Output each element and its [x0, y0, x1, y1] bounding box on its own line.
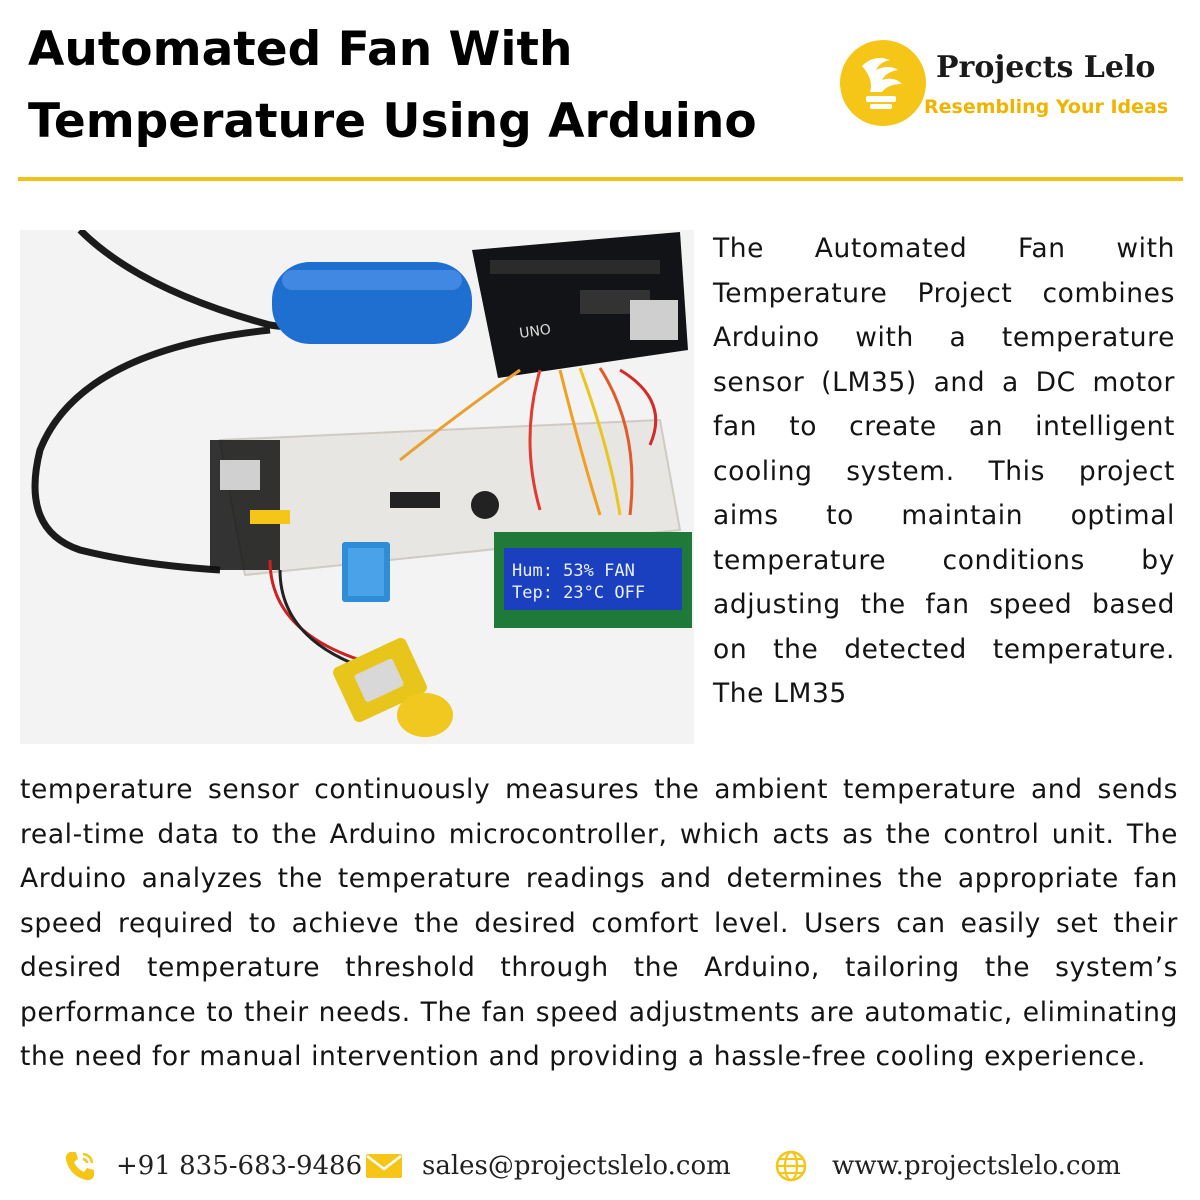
project-photo: UNO Hum: 53% FAN Tep: 23°C	[20, 230, 694, 744]
contact-footer: +91 835-683-9486 sales@projectslelo.com …	[0, 1140, 1200, 1190]
phone-contact[interactable]: +91 835-683-9486	[62, 1148, 362, 1184]
lcd-line-1: Hum: 53% FAN	[512, 561, 635, 581]
brand-tagline: Resembling Your Ideas	[924, 96, 1169, 118]
header-divider	[18, 177, 1183, 181]
phone-number[interactable]: +91 835-683-9486	[116, 1151, 363, 1181]
lcd-line-2: Tep: 23°C OFF	[512, 583, 645, 603]
battery	[272, 262, 472, 344]
dc-motor-fan	[333, 637, 453, 737]
mail-icon	[366, 1154, 402, 1178]
brand-name: Projects Lelo	[936, 50, 1156, 85]
lcd-display: Hum: 53% FAN Tep: 23°C OFF	[494, 532, 692, 628]
website-contact[interactable]: www.projectslelo.com	[774, 1148, 1121, 1184]
email-address[interactable]: sales@projectslelo.com	[422, 1151, 731, 1181]
globe-icon	[775, 1150, 807, 1182]
page-title: Automated Fan With Temperature Using Ard…	[28, 14, 828, 158]
paragraph-right: The Automated Fan with Temperature Proje…	[713, 233, 1175, 709]
email-contact[interactable]: sales@projectslelo.com	[364, 1148, 731, 1184]
brand-logo: Projects Lelo Resembling Your Ideas	[840, 40, 1185, 130]
title-line-2: Temperature Using Arduino	[28, 94, 757, 149]
paragraph-bottom: temperature sensor continuously measures…	[20, 774, 1178, 1072]
arduino-board: UNO	[472, 232, 688, 378]
temperature-sensor	[342, 542, 390, 602]
board-label: UNO	[518, 322, 552, 342]
projects-lelo-logo-icon	[840, 40, 926, 126]
website-url[interactable]: www.projectslelo.com	[832, 1151, 1121, 1181]
phone-icon	[65, 1152, 94, 1181]
title-line-1: Automated Fan With	[28, 22, 573, 77]
